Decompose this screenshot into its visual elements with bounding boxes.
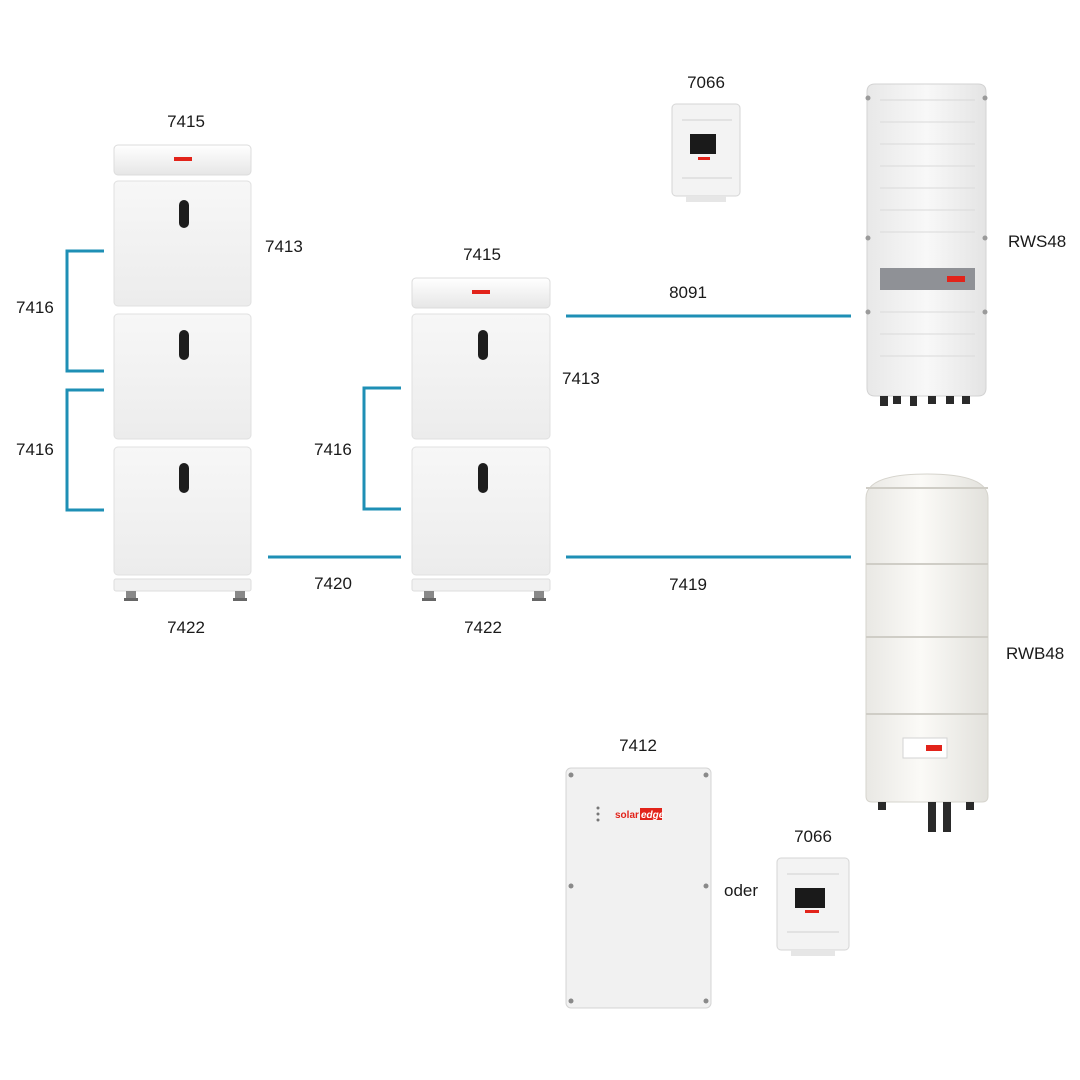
- mid-battery-module-2: [411, 446, 551, 576]
- meter-bottom: [776, 857, 850, 956]
- label-mid-top-cover: 7415: [463, 245, 501, 264]
- left-battery-stack: [113, 144, 252, 601]
- label-mid-bracket: 7416: [314, 440, 352, 459]
- label-mid-module: 7413: [562, 369, 600, 388]
- label-left-bracket-1: 7416: [16, 298, 54, 317]
- brand-logo-edge: edge: [641, 810, 665, 821]
- label-cable-mid-backup: 7419: [669, 575, 707, 594]
- inverter-band: [880, 268, 975, 290]
- left-bracket-2: [65, 388, 104, 512]
- label-mid-base: 7422: [464, 618, 502, 637]
- brand-logo-icon: [947, 276, 965, 282]
- inverter-connectors: [880, 396, 970, 406]
- label-inverter: RWS48: [1008, 232, 1067, 251]
- label-meter-top: 7066: [687, 73, 725, 92]
- left-top-cover: [113, 144, 252, 176]
- backup-interface-7412: solar edge: [565, 767, 712, 1009]
- mid-top-cover: [411, 277, 551, 309]
- meter-display-icon: [795, 888, 825, 908]
- label-cable-left-mid: 7420: [314, 574, 352, 593]
- label-left-base: 7422: [167, 618, 205, 637]
- mid-battery-stack: [411, 277, 551, 601]
- brand-logo-icon: [926, 745, 942, 751]
- inverter-rws48: [865, 83, 988, 406]
- brand-logo-icon: [174, 157, 192, 161]
- label-left-module: 7413: [265, 237, 303, 256]
- mid-base: [411, 578, 551, 601]
- brand-logo-icon: [640, 808, 662, 820]
- label-meter-bottom: 7066: [794, 827, 832, 846]
- left-battery-module-3: [113, 446, 252, 576]
- label-left-top-cover: 7415: [167, 112, 205, 131]
- brand-logo-solar: solar: [615, 810, 639, 821]
- label-cable-mid-inverter: 8091: [669, 283, 707, 302]
- mid-battery-module-1: [411, 313, 551, 440]
- backup-connectors: [878, 802, 974, 832]
- brand-logo-icon: [805, 910, 819, 913]
- label-backup-interface: 7412: [619, 736, 657, 755]
- brand-logo-icon: [472, 290, 490, 294]
- status-indicator-icon: [179, 330, 189, 360]
- brand-logo-icon: [698, 157, 710, 160]
- status-indicator-icon: [179, 463, 189, 493]
- label-oder: oder: [724, 881, 759, 900]
- left-base: [113, 578, 252, 601]
- meter-top: [671, 103, 741, 202]
- left-battery-module-2: [113, 313, 252, 440]
- status-indicator-icon: [478, 463, 488, 493]
- left-bracket-1: [65, 249, 104, 373]
- label-left-bracket-2: 7416: [16, 440, 54, 459]
- status-indicator-icon: [179, 200, 189, 228]
- label-backup-unit: RWB48: [1006, 644, 1065, 663]
- status-indicator-icon: [478, 330, 488, 360]
- meter-display-icon: [690, 134, 716, 154]
- mid-bracket: [362, 386, 401, 511]
- left-battery-module-1: [113, 180, 252, 307]
- backup-unit-rwb48: [865, 473, 989, 832]
